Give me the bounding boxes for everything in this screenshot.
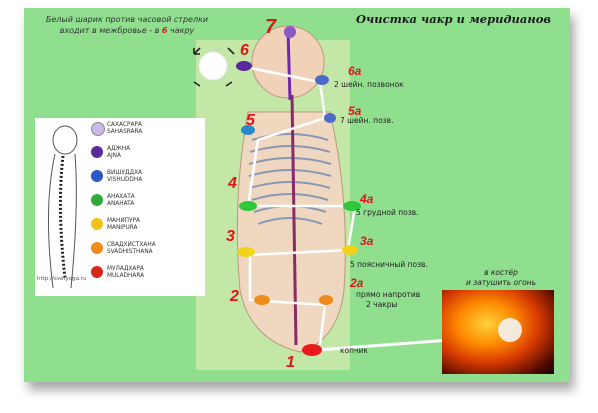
inset-figure: [47, 125, 78, 289]
svadhisthana-icon: [91, 242, 103, 254]
fire-caption: в костёр и затушить огонь: [446, 268, 556, 288]
label-1: 1: [286, 354, 295, 371]
label-3: 3: [226, 228, 235, 245]
label-4a-desc: 5 грудной позв.: [356, 208, 419, 217]
label-1-desc: копчик: [340, 346, 368, 355]
chakra-1-marker: [302, 344, 322, 356]
white-ball: [198, 51, 228, 81]
inset-head: [52, 125, 78, 155]
label-7: 7: [265, 16, 277, 38]
inset-body: [47, 153, 77, 289]
chakra-5-marker: [241, 125, 255, 135]
label-2a-desc-2: 2 чакры: [366, 300, 398, 309]
label-4a: 4а: [360, 192, 374, 206]
ajna-icon: [91, 146, 103, 158]
fire-image: [442, 290, 554, 374]
chakra-5a-marker: [324, 113, 336, 123]
label-5: 5: [246, 112, 255, 129]
white-ball-in-fire: [498, 318, 522, 342]
fire-caption-line-1: в костёр: [484, 268, 518, 277]
label-6a: 6а: [348, 64, 362, 78]
chakra-6-marker: [236, 61, 252, 71]
fire-caption-line-2: и затушить огонь: [465, 278, 536, 287]
instruction-line-2: входит в межбровье - в: [59, 26, 162, 35]
chakra-4a-marker: [343, 201, 361, 211]
chakra-6a-marker: [315, 75, 329, 85]
inset-spine: [58, 155, 67, 279]
instruction-text: Белый шарик против часовой стрелки входи…: [42, 14, 212, 36]
sahasrara-icon: [91, 122, 105, 136]
rotation-arrows-icon: [193, 47, 235, 87]
inset-watermark: http://svetyoga.ru: [37, 276, 87, 282]
diagram-title: Очистка чакр и меридианов: [356, 12, 551, 26]
anahata-icon: [91, 194, 103, 206]
label-3a: 3а: [360, 234, 374, 248]
muladhara-icon: [91, 266, 103, 278]
label-5a: 5а: [348, 104, 362, 118]
instruction-highlight: 6: [161, 26, 168, 35]
instruction-line-1: Белый шарик против часовой стрелки: [45, 15, 209, 24]
label-4: 4: [228, 175, 237, 192]
label-3a-desc: 5 поясничный позв.: [350, 260, 428, 269]
chakra-4-marker: [239, 201, 257, 211]
chakra-2-marker: [254, 295, 270, 305]
chakra-3a-marker: [342, 245, 358, 255]
vishuddha-icon: [91, 170, 103, 182]
manipura-icon: [91, 218, 103, 230]
crown-channel: [286, 29, 292, 101]
chakra-7-marker: [284, 26, 296, 38]
label-5a-desc: 7 шейн. позв.: [340, 116, 394, 125]
chakra-3-marker: [237, 247, 255, 257]
label-2a: 2а: [350, 276, 364, 290]
label-6: 6: [240, 42, 249, 59]
instruction-line-2-end: чакру: [167, 26, 195, 35]
label-2: 2: [230, 288, 239, 305]
label-2a-desc-1: прямо напротив: [356, 290, 421, 299]
chakra-2a-marker: [319, 295, 333, 305]
label-6a-desc: 2 шейн. позвонок: [334, 80, 404, 89]
